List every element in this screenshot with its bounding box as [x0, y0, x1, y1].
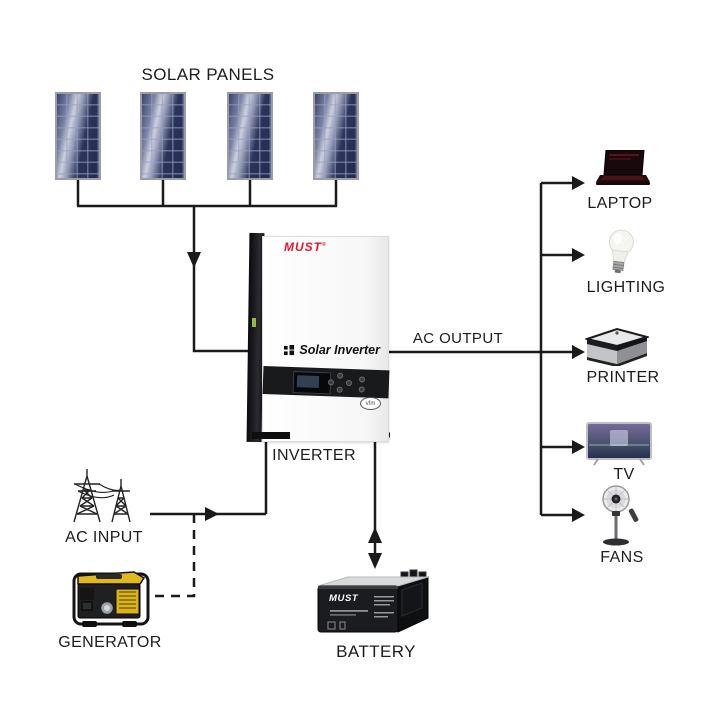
pv-to-inverter-line: [192, 206, 252, 353]
ac-output-arrowhead: [572, 345, 585, 359]
inverter-button-enter: [358, 376, 366, 383]
fan-icon: [598, 484, 646, 555]
pv-drop-lines: [76, 178, 338, 206]
laptop-arrowhead: [572, 176, 585, 190]
fans-arrowhead: [572, 508, 585, 522]
inverter-control-panel: [262, 366, 390, 399]
solar-inverter-grid-icon: [284, 344, 295, 355]
inverter-led-icon: [252, 318, 256, 327]
battery-brand-text: MUST: [329, 593, 359, 604]
solar-panel-icon: [227, 92, 273, 180]
battery-icon: MUST: [316, 568, 432, 645]
inverter-device: [262, 236, 389, 442]
solar-panel-icon: [140, 92, 186, 180]
inverter-label: INVERTER: [272, 447, 356, 464]
inverter-lcd-screen: [296, 375, 320, 388]
inverter-button-down: [336, 386, 343, 393]
ac-input-label: AC INPUT: [65, 529, 143, 546]
lighting-label: LIGHTING: [586, 279, 666, 296]
tv-icon: [586, 422, 652, 471]
ac-input-line: [150, 442, 268, 516]
generator-dashed-line: [152, 514, 196, 598]
battery-arrow-up: [368, 527, 382, 543]
battery-arrow-down: [368, 553, 382, 569]
ac-input-arrowhead: [205, 507, 219, 521]
inverter-brand-mark: ®: [322, 242, 327, 248]
generator-label: GENERATOR: [58, 634, 162, 651]
lighting-bulb-icon: [603, 228, 637, 283]
inverter-brand-logo: MUST®: [284, 240, 327, 254]
pv-arrowhead: [187, 252, 201, 268]
ac-output-label: AC OUTPUT: [412, 330, 504, 347]
laptop-icon: [596, 149, 650, 197]
fans-label: FANS: [600, 549, 644, 566]
inverter-brand-text: MUST: [284, 240, 322, 254]
power-grid-towers-icon: [60, 464, 144, 531]
battery-label: BATTERY: [336, 642, 416, 661]
inverter-lcd-display: [292, 371, 332, 395]
inverter-badge: vfm: [360, 397, 381, 410]
tv-label: TV: [613, 466, 635, 483]
inverter-button-up: [337, 372, 344, 379]
generator-icon: [70, 566, 154, 637]
inverter-mount-bracket: [252, 432, 290, 439]
inverter-button-left: [327, 379, 335, 386]
tv-arrowhead: [572, 440, 585, 454]
inverter-product-text: Solar Inverter: [299, 343, 380, 357]
laptop-label: LAPTOP: [587, 195, 653, 212]
printer-label: PRINTER: [586, 369, 660, 386]
lighting-arrowhead: [572, 248, 585, 262]
solar-panels-label: SOLAR PANELS: [141, 65, 275, 84]
inverter-product-row: Solar Inverter: [263, 343, 385, 357]
inverter-button-esc: [358, 386, 365, 393]
solar-panel-icon: [313, 92, 359, 180]
printer-icon: [583, 326, 651, 371]
inverter-button-right: [345, 379, 353, 387]
solar-panel-icon: [55, 92, 101, 180]
